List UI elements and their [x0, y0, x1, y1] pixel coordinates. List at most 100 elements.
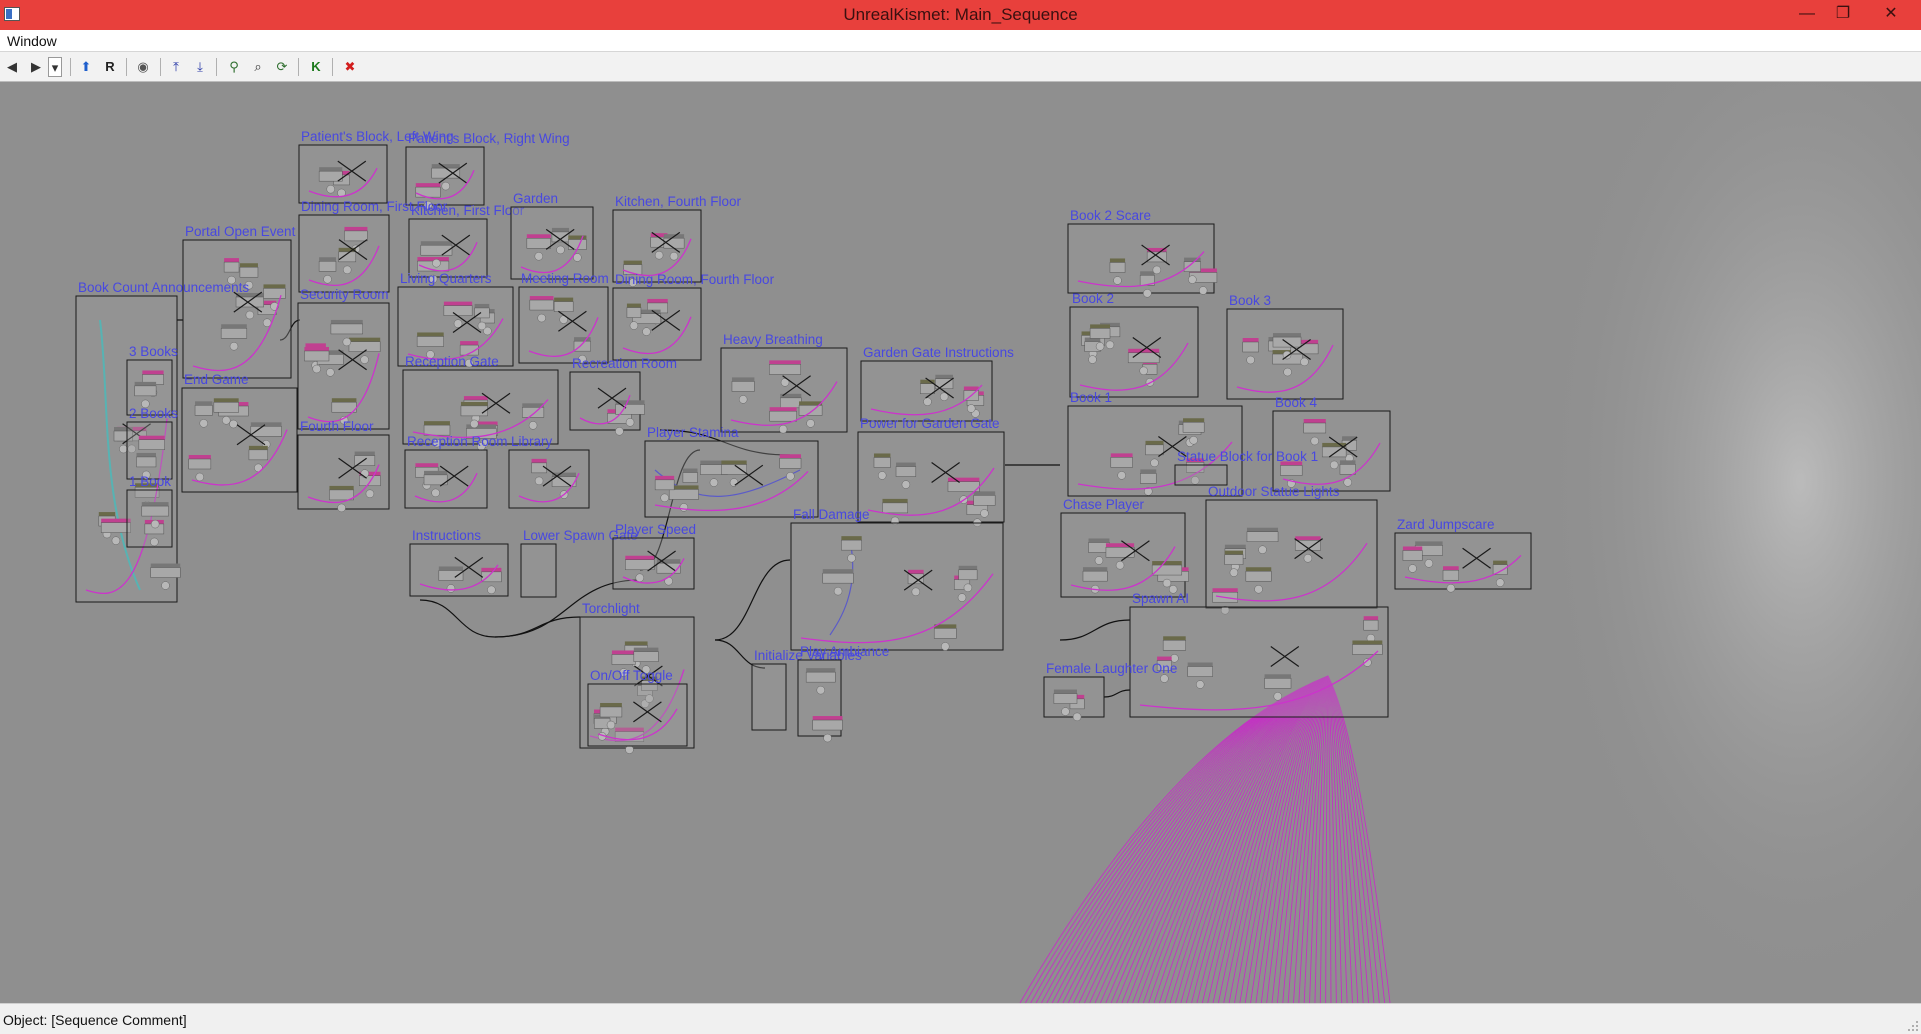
node-body[interactable]: [1303, 422, 1327, 434]
node-body[interactable]: [348, 341, 381, 352]
comment-box-kitchen-fourth-floor[interactable]: Kitchen, Fourth Floor: [612, 194, 742, 287]
node-body[interactable]: [100, 522, 131, 533]
node-body[interactable]: [1182, 422, 1205, 433]
variable-node[interactable]: [957, 593, 967, 602]
node-header[interactable]: [417, 332, 444, 337]
variable-node[interactable]: [729, 478, 739, 487]
node-body[interactable]: [220, 328, 248, 339]
node-body[interactable]: [304, 350, 330, 362]
variable-node[interactable]: [1189, 436, 1198, 445]
variable-node[interactable]: [221, 416, 231, 425]
node-body[interactable]: [1151, 564, 1183, 576]
node-body[interactable]: [779, 457, 802, 469]
node-header[interactable]: [331, 398, 357, 403]
node-header[interactable]: [1443, 566, 1459, 571]
node-body[interactable]: [318, 261, 337, 272]
comment-box-initialize-variables[interactable]: Initialize Variables: [751, 648, 862, 731]
variable-node[interactable]: [833, 586, 843, 596]
node-header[interactable]: [526, 234, 551, 239]
variable-node[interactable]: [229, 419, 238, 429]
node-header[interactable]: [647, 298, 668, 303]
node-header[interactable]: [141, 502, 169, 507]
variable-node[interactable]: [487, 585, 496, 595]
node-body[interactable]: [1352, 644, 1383, 655]
variable-node[interactable]: [323, 275, 332, 284]
comment-box-dining-room-first-floor[interactable]: Dining Room, First Floor: [298, 199, 448, 293]
comment-box-book-2-scare[interactable]: Book 2 Scare: [1067, 208, 1218, 298]
node-header[interactable]: [188, 454, 211, 459]
comment-box-reception-room[interactable]: Reception Room: [404, 434, 508, 509]
node-header[interactable]: [424, 470, 448, 475]
node-header[interactable]: [896, 462, 916, 467]
variable-node[interactable]: [199, 419, 208, 428]
variable-node[interactable]: [1446, 583, 1456, 593]
node-header[interactable]: [305, 343, 326, 348]
variable-node[interactable]: [483, 326, 492, 336]
node-header[interactable]: [330, 319, 363, 324]
kismet-icon[interactable]: K: [311, 59, 321, 74]
node-header[interactable]: [822, 569, 854, 574]
variable-node[interactable]: [1072, 712, 1082, 722]
variable-node[interactable]: [709, 478, 719, 487]
node-body[interactable]: [882, 502, 908, 514]
node-body[interactable]: [632, 313, 661, 324]
node-body[interactable]: [895, 466, 917, 477]
node-body[interactable]: [331, 401, 357, 413]
find-icon[interactable]: ⌕: [254, 59, 262, 74]
node-body[interactable]: [194, 405, 213, 416]
node-header[interactable]: [1212, 588, 1238, 593]
node-header[interactable]: [1303, 419, 1326, 424]
node-header[interactable]: [136, 452, 156, 457]
node-body[interactable]: [641, 680, 658, 691]
node-header[interactable]: [114, 427, 133, 432]
node-header[interactable]: [1264, 674, 1292, 679]
node-header[interactable]: [554, 297, 574, 302]
variable-node[interactable]: [423, 200, 433, 210]
node-body[interactable]: [329, 489, 354, 501]
node-header[interactable]: [101, 518, 131, 523]
node-header[interactable]: [799, 401, 823, 406]
node-header[interactable]: [958, 565, 978, 570]
comment-box-patient-s-block-left-wing[interactable]: Patient's Block, Left Wing: [298, 129, 454, 204]
comment-box-power-for-garden-gate[interactable]: Power for Garden Gate: [857, 416, 1005, 527]
variable-node[interactable]: [431, 488, 440, 498]
comment-box-2-books[interactable]: 2 Books: [126, 406, 178, 480]
node-header[interactable]: [1088, 538, 1110, 543]
node-body[interactable]: [947, 481, 980, 492]
node-body[interactable]: [780, 397, 802, 409]
resize-grip-icon[interactable]: [1907, 1020, 1919, 1032]
variable-node[interactable]: [1220, 605, 1230, 615]
variable-node[interactable]: [326, 184, 335, 194]
node-header[interactable]: [424, 421, 450, 426]
variable-node[interactable]: [911, 587, 921, 597]
variable-node[interactable]: [312, 364, 321, 374]
node-body[interactable]: [459, 344, 479, 356]
node-body[interactable]: [248, 449, 269, 461]
node-header[interactable]: [359, 471, 381, 476]
node-header[interactable]: [466, 424, 497, 429]
node-body[interactable]: [1363, 619, 1379, 631]
node-body[interactable]: [1242, 341, 1259, 353]
node-header[interactable]: [625, 555, 655, 560]
variable-node[interactable]: [1115, 560, 1125, 570]
variable-node[interactable]: [1310, 436, 1319, 446]
node-header[interactable]: [329, 485, 354, 490]
comment-box-chase-player[interactable]: Chase Player: [1060, 497, 1189, 598]
node-body[interactable]: [731, 381, 755, 392]
node-header[interactable]: [1109, 258, 1126, 263]
node-body[interactable]: [812, 719, 843, 731]
node-body[interactable]: [522, 407, 545, 418]
node-header[interactable]: [769, 407, 797, 412]
variable-node[interactable]: [1258, 545, 1267, 554]
variable-node[interactable]: [365, 489, 375, 499]
comment-box-1-book[interactable]: 1 Book: [126, 474, 173, 548]
node-header[interactable]: [1140, 271, 1155, 276]
node-header[interactable]: [1224, 550, 1244, 555]
node-header[interactable]: [224, 258, 239, 263]
node-header[interactable]: [1186, 458, 1204, 463]
comment-box-dining-room-fourth-floor[interactable]: Dining Room, Fourth Floor: [612, 272, 775, 361]
variable-node[interactable]: [446, 584, 456, 593]
node-header[interactable]: [779, 454, 802, 459]
node-header[interactable]: [700, 460, 728, 465]
node-body[interactable]: [423, 474, 448, 486]
